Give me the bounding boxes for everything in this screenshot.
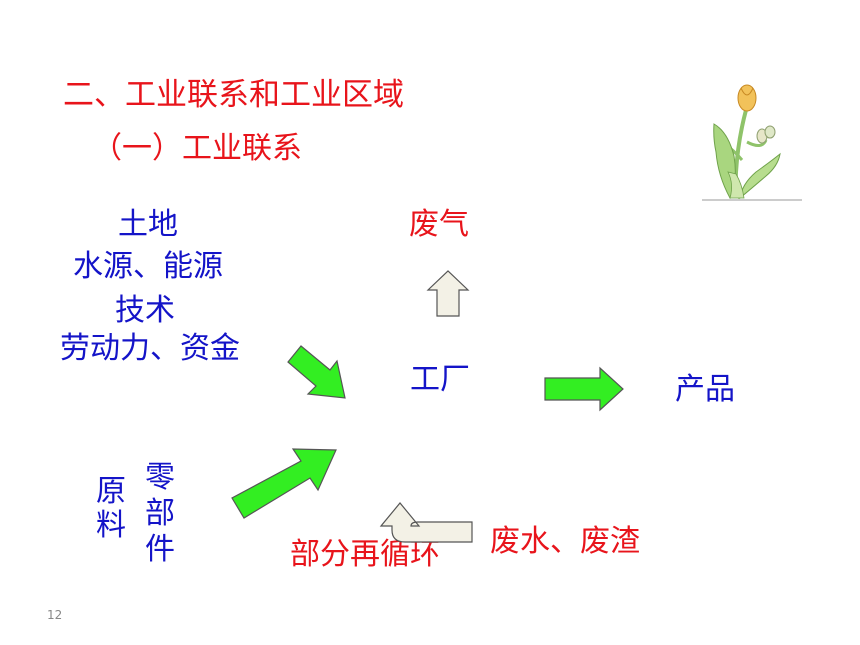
center-factory: 工厂 bbox=[410, 362, 470, 397]
output-waste-gas: 废气 bbox=[409, 207, 469, 242]
tulip-flower-icon bbox=[702, 84, 802, 201]
arrow-down-right-icon bbox=[287, 345, 346, 399]
output-product: 产品 bbox=[675, 372, 735, 407]
page-number: 12 bbox=[47, 608, 63, 622]
input-technology: 技术 bbox=[115, 293, 175, 328]
input-parts: 零部件 bbox=[145, 460, 175, 567]
slide-subtitle: （一）工业联系 bbox=[92, 131, 302, 166]
input-land: 土地 bbox=[118, 207, 178, 242]
arrow-up-right-icon bbox=[231, 448, 337, 519]
input-raw-material: 原料 bbox=[96, 474, 126, 543]
recycle-arrow-icon bbox=[379, 502, 473, 543]
arrow-right-icon bbox=[544, 366, 624, 412]
slide-title: 二、工业联系和工业区域 bbox=[63, 77, 404, 113]
arrow-up-icon bbox=[426, 270, 470, 317]
input-labor-capital: 劳动力、资金 bbox=[60, 331, 240, 366]
input-water-energy: 水源、能源 bbox=[73, 249, 223, 284]
recycle-label: 部分再循环 bbox=[290, 537, 440, 572]
output-waste-water-residue: 废水、废渣 bbox=[490, 524, 640, 559]
